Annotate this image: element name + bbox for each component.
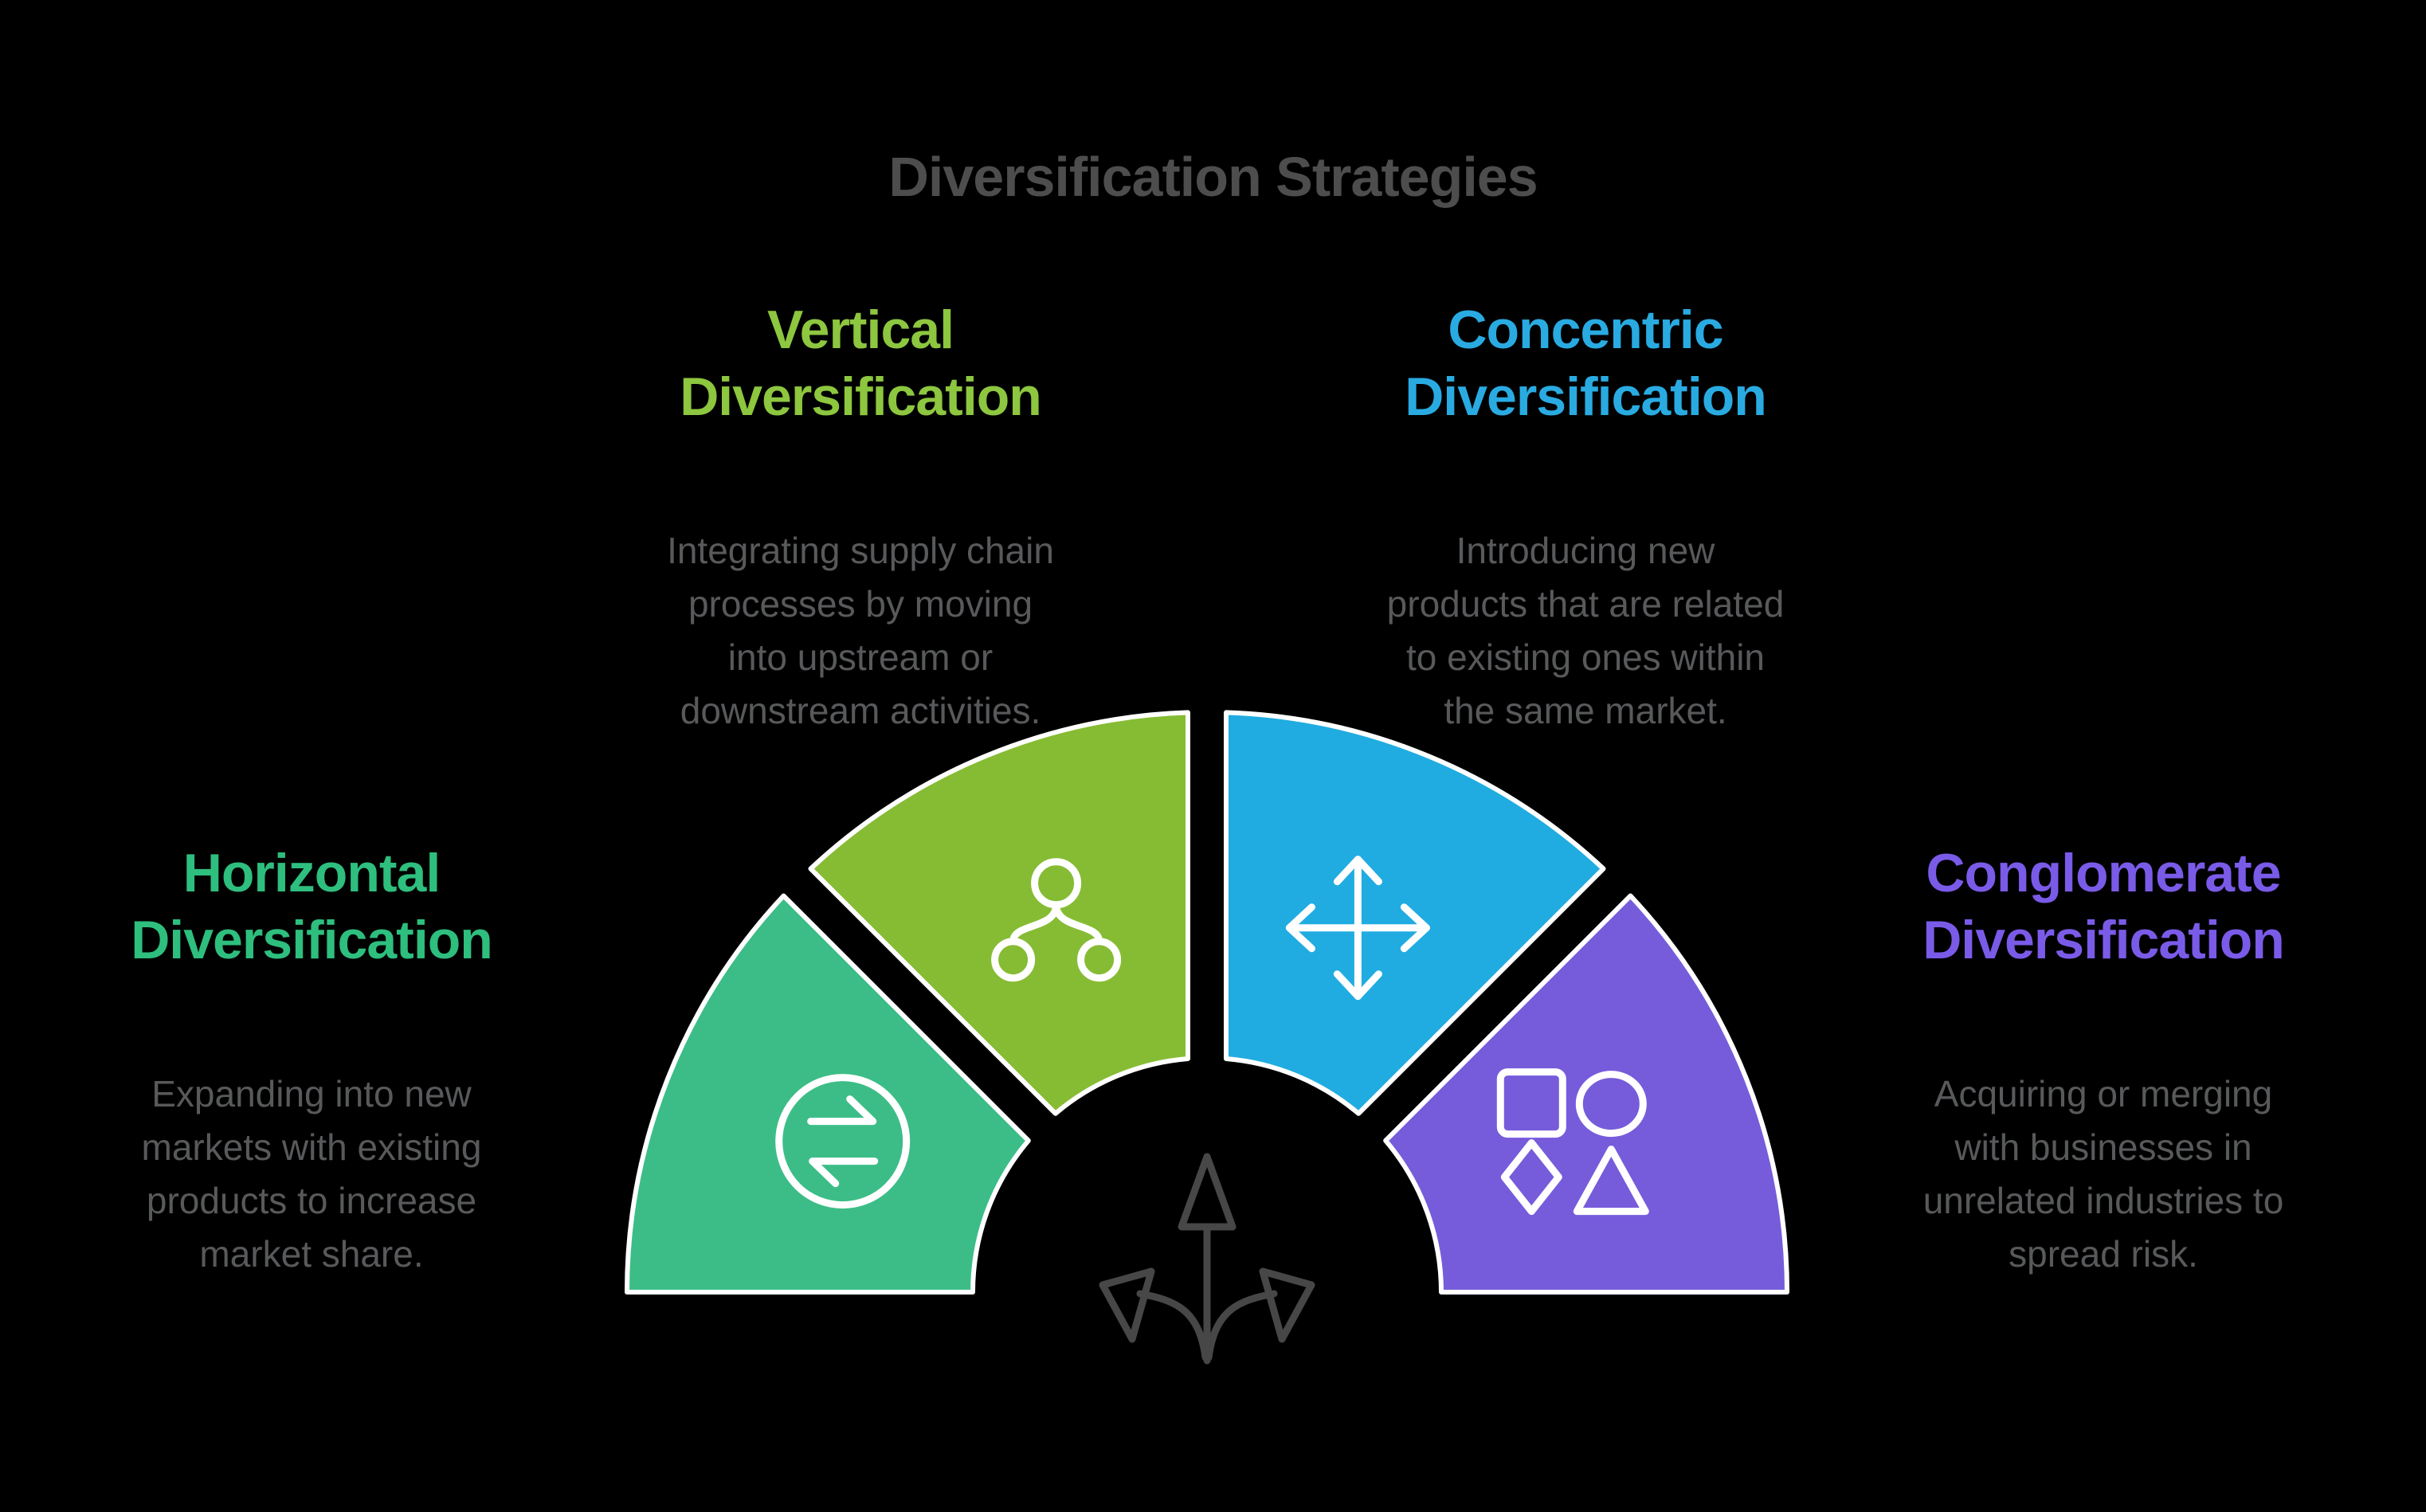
strategy-vertical-heading: Vertical Diversification	[680, 300, 1042, 427]
strategy-horizontal-column: Horizontal Diversification Expanding int…	[33, 840, 590, 1281]
strategy-vertical-description: Integrating supply chain processes by mo…	[667, 530, 1054, 731]
shapes-icon	[1496, 1068, 1649, 1216]
fan-segment-horizontal	[625, 893, 1031, 1295]
hierarchy-icon	[991, 858, 1122, 982]
strategy-conglomerate-description: Acquiring or merging with businesses in …	[1922, 1073, 2284, 1275]
strategy-vertical-column: Vertical Diversification Integrating sup…	[582, 296, 1139, 738]
strategy-horizontal-heading: Horizontal Diversification	[131, 843, 493, 970]
branch-arrow-icon	[1099, 1153, 1315, 1365]
fan-segment-vertical	[808, 710, 1190, 1116]
fan-segment-conglomerate	[1383, 893, 1789, 1295]
strategy-conglomerate-heading: Conglomerate Diversification	[1922, 843, 2285, 970]
strategy-horizontal-description: Expanding into new markets with existing…	[141, 1073, 482, 1275]
exchange-icon	[775, 1074, 911, 1209]
strategy-concentric-column: Concentric Diversification Introducing n…	[1307, 296, 1864, 738]
strategy-conglomerate-column: Conglomerate Diversification Acquiring o…	[1824, 840, 2382, 1281]
move-icon	[1285, 856, 1430, 1001]
page-title: Diversification Strategies	[888, 146, 1538, 208]
strategy-concentric-heading: Concentric Diversification	[1405, 300, 1767, 427]
strategy-concentric-description: Introducing new products that are relate…	[1386, 530, 1785, 731]
